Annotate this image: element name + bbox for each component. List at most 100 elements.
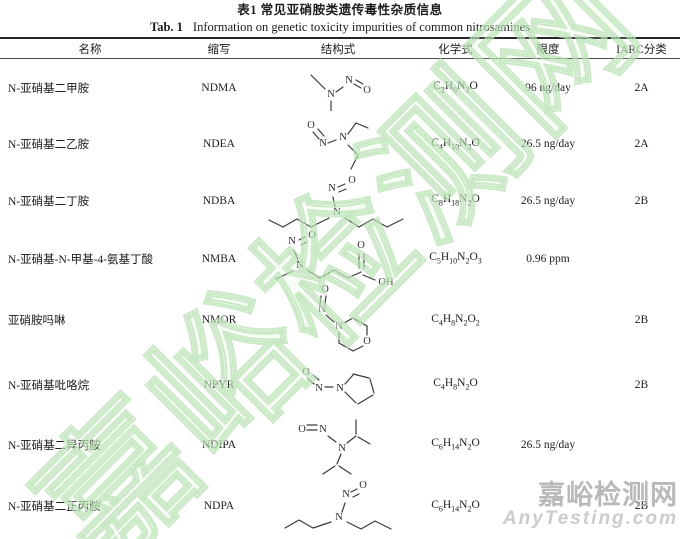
impurity-abbreviation: NDBA (202, 194, 236, 207)
impurity-abbreviation: NDMA (201, 81, 237, 94)
svg-text:N: N (333, 207, 341, 218)
structure-cell: O N N O (258, 280, 418, 360)
ndipa-structure-drawing: O N N (298, 418, 371, 475)
svg-text:N: N (335, 512, 343, 523)
site-watermark-url: AnyTesting.com (502, 508, 678, 529)
iarc-class: 2A (634, 138, 649, 150)
table-row: 亚硝胺吗啉 NMOR O N N O C4H8N2O2 2B (0, 284, 680, 352)
npyr-structure-drawing: O N N (302, 367, 375, 405)
svg-text:N: N (288, 236, 296, 247)
chemical-formula: C6H14N2O (431, 498, 480, 514)
iarc-class: 2B (634, 194, 649, 207)
impurity-name: 亚硝胺吗啉 (8, 315, 66, 327)
limit-value: 26.5 ng/day (520, 194, 576, 207)
ndpa-structure-drawing: N N O (284, 480, 392, 530)
impurity-abbreviation: NPYR (203, 378, 235, 391)
impurity-abbreviation: NMOR (201, 314, 237, 326)
chemical-formula: C4H8N2O2 (431, 312, 480, 328)
svg-text:OH: OH (378, 277, 394, 288)
caption-en-prefix: Tab. 1 (150, 20, 183, 34)
chemical-formula: C8H18N2O (431, 193, 480, 208)
chemical-formula: C5H10N2O3 (429, 251, 482, 266)
iarc-class: 2B (634, 500, 649, 512)
chemical-formula: C6H14N2O (431, 437, 480, 452)
table-header-row: 名称 缩写 结构式 化学式 限度 IARC分类 (0, 39, 680, 59)
svg-text:N: N (319, 424, 327, 435)
impurity-name: N-亚硝基二甲胺 (8, 82, 90, 95)
svg-text:O: O (307, 120, 315, 131)
svg-text:N: N (335, 321, 343, 332)
svg-text:O: O (348, 175, 356, 186)
svg-text:O: O (359, 480, 367, 491)
svg-text:O: O (298, 424, 306, 435)
structure-cell: N N O (258, 65, 418, 111)
svg-text:N: N (318, 304, 326, 315)
svg-text:N: N (315, 383, 323, 394)
structure-cell: O N N (258, 411, 418, 479)
impurity-abbreviation: NDIPA (201, 438, 237, 451)
limit-value: 0.96 ppm (526, 252, 570, 265)
svg-text:O: O (302, 367, 310, 378)
impurity-abbreviation: NMBA (201, 252, 237, 265)
chemical-formula: C4H8N2O (433, 377, 478, 392)
svg-text:O: O (321, 284, 329, 295)
ndea-structure-drawing: O N N (307, 120, 369, 170)
limit-value: 26.5 ng/day (520, 438, 576, 451)
header-structure: 结构式 (320, 43, 356, 56)
table-row: N-亚硝基二甲胺 NDMA N N O C2H6N2O 96 ng/day 2A (0, 59, 680, 116)
svg-text:N: N (339, 132, 347, 143)
svg-text:N: N (338, 443, 346, 454)
header-name: 名称 (78, 43, 102, 56)
header-iarc: IARC分类 (616, 43, 667, 56)
impurity-name: N-亚硝基二异丙胺 (8, 439, 101, 452)
table-row: N-亚硝基吡咯烷 NPYR O N N C4H8N2O 2B (0, 352, 680, 417)
svg-text:N: N (296, 260, 304, 271)
table-row: N-亚硝基二丁胺 NDBA N N O C8H18N2O 26.5 ng/day… (0, 172, 680, 229)
svg-text:N: N (319, 138, 327, 149)
svg-text:N: N (336, 383, 344, 394)
structure-cell: O N N (258, 115, 418, 173)
impurity-name: N-亚硝基-N-甲基-4-氨基丁酸 (8, 253, 154, 266)
chemical-formula: C2H6N2O (433, 80, 478, 95)
structure-cell: N N O (258, 174, 418, 228)
header-limit: 限度 (536, 43, 560, 56)
impurity-name: N-亚硝基二乙胺 (8, 139, 90, 151)
site-watermark-name: 嘉峪检测网 (538, 480, 678, 510)
svg-text:N: N (345, 75, 353, 86)
nmba-structure-drawing: N N O O OH (275, 230, 394, 288)
impurity-name: N-亚硝基吡咯烷 (8, 379, 90, 392)
iarc-class: 2B (634, 314, 649, 326)
structure-cell: N N O O OH (258, 229, 418, 289)
svg-text:O: O (357, 240, 365, 251)
table-row: N-亚硝基二异丙胺 NDIPA O N N C6H14N2O 26.5 ng/d… (0, 417, 680, 475)
table-row: N-亚硝基二正丙胺 NDPA N N O C6H14N2O 2B (0, 472, 680, 539)
iarc-class: 2B (634, 378, 649, 391)
limit-value: 96 ng/day (525, 81, 571, 94)
structure-cell: O N N (258, 362, 418, 408)
impurity-abbreviation: NDPA (203, 500, 235, 512)
site-watermark: 嘉峪检测网 AnyTesting.com (503, 481, 678, 529)
impurities-table: 名称 缩写 结构式 化学式 限度 IARC分类 N-亚硝基二甲胺 NDMA N … (0, 37, 680, 539)
caption-zh: 表1 常见亚硝胺类遗传毒性杂质信息 (237, 3, 443, 17)
limit-value: 26.5 ng/day (520, 138, 576, 150)
table-row: N-亚硝基-N-甲基-4-氨基丁酸 NMBA N N O O OH C5H10N (0, 229, 680, 288)
ndba-structure-drawing: N N O (268, 175, 404, 228)
impurity-abbreviation: NDEA (203, 138, 235, 150)
table-row: N-亚硝基二乙胺 NDEA O N N C4H10N2O 26.5 ng/day… (0, 116, 680, 172)
svg-text:N: N (327, 89, 335, 100)
svg-text:O: O (308, 230, 316, 241)
svg-text:N: N (342, 489, 350, 500)
impurity-name: N-亚硝基二正丙胺 (8, 501, 101, 513)
svg-text:N: N (328, 183, 336, 194)
iarc-class: 2A (634, 81, 649, 94)
chemical-formula: C4H10N2O (431, 136, 480, 152)
header-abbr: 缩写 (207, 43, 231, 56)
ndma-structure-drawing: N N O (310, 73, 371, 111)
impurity-name: N-亚硝基二丁胺 (8, 195, 90, 208)
header-formula: 化学式 (438, 43, 473, 56)
nmor-structure-drawing: O N N O (318, 284, 371, 352)
structure-cell: N N O (258, 479, 418, 533)
